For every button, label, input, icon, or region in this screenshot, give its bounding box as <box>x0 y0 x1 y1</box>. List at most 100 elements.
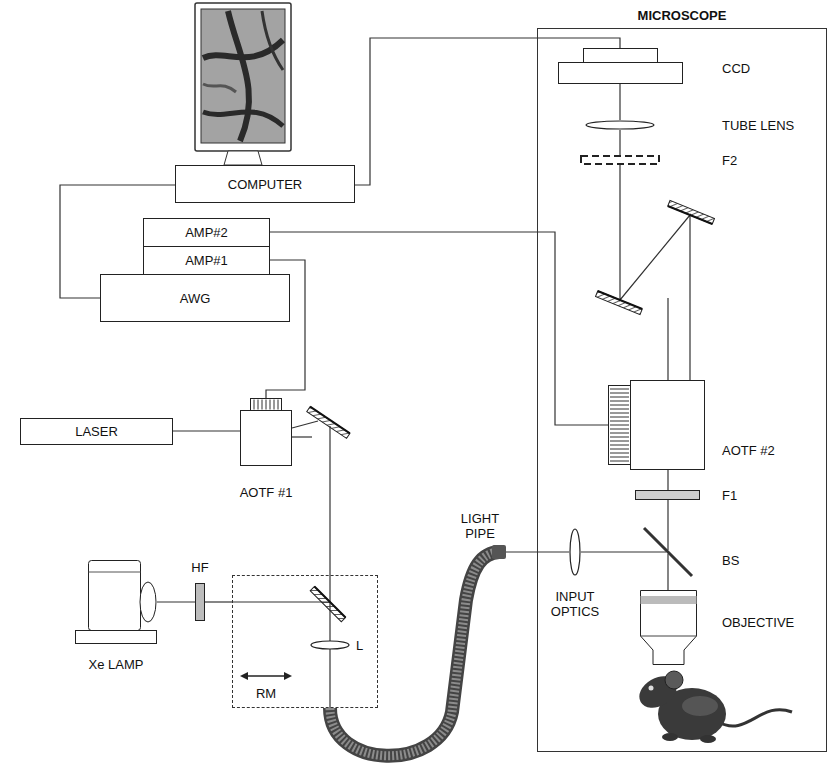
connector <box>619 130 620 155</box>
transducer-stripe <box>262 400 263 410</box>
beam-splitter-outline <box>666 550 670 554</box>
filter-glass <box>636 491 700 500</box>
node-label: LASER <box>75 424 118 439</box>
monitor-screen <box>201 9 285 143</box>
emission-filter: F2 <box>580 155 660 165</box>
aotf-crystal-outline <box>240 398 292 466</box>
splitter-plate <box>644 528 692 576</box>
transducer-stripe <box>610 457 629 458</box>
xe-lamp-outline <box>75 560 157 644</box>
mouse-eye <box>649 686 654 691</box>
lens: L <box>310 640 350 650</box>
lamp-housing <box>89 561 141 631</box>
node-label: HF <box>191 560 208 575</box>
crystal-body <box>241 411 292 466</box>
tube-lens: TUBE LENS <box>585 120 655 130</box>
node-label: INPUT OPTICS <box>543 589 607 619</box>
transducer-stripe <box>610 421 629 422</box>
connector <box>173 430 240 431</box>
tube-lens-outline <box>585 120 655 130</box>
camera-top <box>584 49 658 63</box>
transducer-stripe <box>610 393 629 394</box>
node-label: COMPUTER <box>228 177 302 192</box>
transducer-stripe <box>610 417 629 418</box>
node-label: RM <box>256 686 276 701</box>
monitor-bezel <box>195 3 291 151</box>
node-label: BS <box>722 553 739 568</box>
lens-outline <box>310 640 350 650</box>
mirror <box>310 586 345 621</box>
monitor <box>195 3 291 165</box>
emission-filter-outline <box>580 155 660 165</box>
xe-lamp: Xe LAMP <box>75 560 157 644</box>
node-label: AMP#1 <box>185 253 228 268</box>
mouse-foot <box>700 735 716 743</box>
mouse-head <box>634 670 683 714</box>
transducer-stripe <box>610 453 629 454</box>
mirror-face <box>310 407 350 434</box>
ccd-camera-outline <box>558 48 683 84</box>
screen-pattern <box>228 11 249 141</box>
heat-filter-outline <box>195 583 205 621</box>
arrow-head <box>240 672 248 680</box>
aotf-crystal: AOTF #2 <box>608 380 705 470</box>
transducer-stripe <box>610 437 629 438</box>
transducer-stripe <box>278 400 279 410</box>
light-beam <box>667 298 668 380</box>
transducer-stripe <box>270 400 271 410</box>
lens-shape <box>586 121 654 129</box>
light-beam <box>620 165 690 380</box>
transducer-stripe <box>610 409 629 410</box>
connector <box>667 470 668 490</box>
connector <box>619 84 620 120</box>
mirror-body <box>310 586 345 621</box>
computer-box: COMPUTER <box>175 165 355 203</box>
transducer-stripe <box>610 461 629 462</box>
light-beam <box>292 436 312 437</box>
connector <box>157 601 195 602</box>
lamp-lens <box>140 582 156 622</box>
mirror <box>668 200 715 224</box>
input-lens-outline <box>569 528 581 576</box>
pipe-end-cap <box>492 545 506 559</box>
transducer-stripe <box>610 433 629 434</box>
lens-shape <box>570 529 580 575</box>
node-label: AOTF #2 <box>722 443 775 458</box>
ccd-camera: CCD <box>558 48 683 84</box>
transducer-stripe <box>266 400 267 410</box>
connector <box>270 232 608 425</box>
light-pipe <box>330 552 499 756</box>
node-label: AOTF #1 <box>240 485 293 500</box>
node-label: OBJECTIVE <box>722 615 794 630</box>
aotf-crystal: AOTF #1 <box>240 398 292 466</box>
mouse-shading <box>682 696 718 716</box>
mirror-face <box>598 291 643 309</box>
transducer-stripe <box>610 405 629 406</box>
light-beam <box>292 421 318 428</box>
mouse-foot <box>662 733 678 741</box>
camera-body <box>559 63 683 84</box>
mirror-body <box>595 291 642 315</box>
transducer-stripe <box>610 389 629 390</box>
transducer-stripe <box>610 425 629 426</box>
node-label: TUBE LENS <box>722 118 794 133</box>
connector <box>581 551 666 552</box>
mouse-tail <box>718 710 792 726</box>
node-label: AMP#2 <box>185 225 228 240</box>
heat-filter: HF <box>195 583 205 621</box>
screen-pattern <box>203 112 283 126</box>
amplifier-box: AMP#2 <box>143 218 270 247</box>
objective-line <box>641 636 697 637</box>
node-label: L <box>356 638 363 653</box>
microscope-frame: MICROSCOPECCDTUBE LENSF2AOTF #2F1INPUT O… <box>537 28 827 752</box>
transducer-stripe <box>610 449 629 450</box>
transducer-stripe <box>610 413 629 414</box>
objective-band <box>641 596 697 604</box>
lamp-base <box>76 631 157 644</box>
transducer-stripe <box>610 445 629 446</box>
node-label: MICROSCOPE <box>638 8 727 23</box>
screen-pattern <box>262 11 283 70</box>
transducer-stripe <box>258 400 259 410</box>
transducer-stripe <box>610 441 629 442</box>
